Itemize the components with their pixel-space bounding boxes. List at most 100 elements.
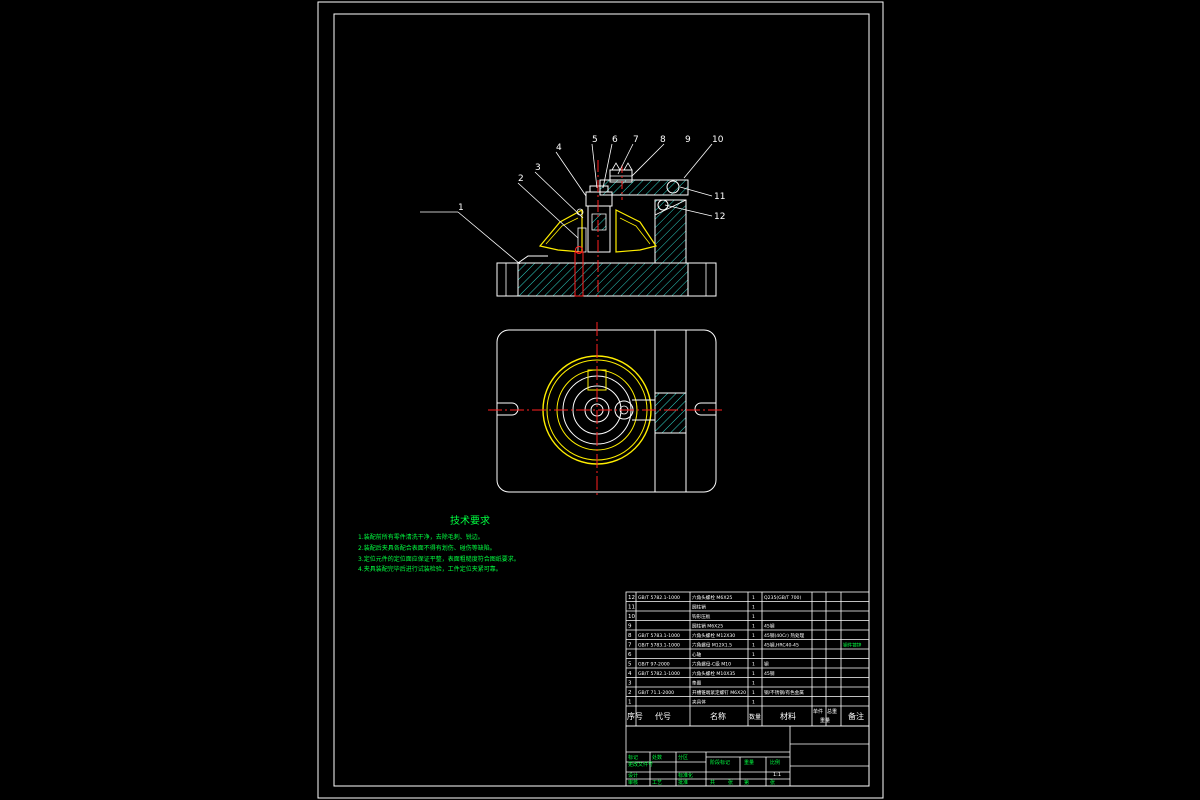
tb-standardization: 标准化 [678, 772, 693, 779]
tb-weight: 重量 [744, 759, 754, 766]
bom-cell-no: 2 [628, 690, 632, 696]
tb-total: 共 [710, 779, 715, 786]
balloon-6: 6 [612, 135, 618, 145]
balloon-11: 11 [714, 192, 725, 202]
bom-header-weight: 重量 [820, 717, 830, 724]
top-view [488, 322, 722, 498]
bom-header-material: 材料 [780, 711, 796, 721]
tb-review: 审核 [628, 779, 638, 786]
bom-cell-no: 9 [628, 624, 632, 630]
bom-cell-no: 1 [628, 700, 632, 706]
balloon-7: 7 [633, 135, 639, 145]
bom-cell-qty: 1 [752, 595, 755, 601]
front-section-view: 1 2 3 4 5 6 7 8 9 10 11 12 [420, 135, 725, 300]
bom-cell-name: 钩形压板 [692, 613, 711, 620]
bom-cell-no: 8 [628, 633, 632, 639]
tb-sheet: 张 [770, 779, 775, 786]
bom-cell-code: GB/T 5783.1-1000 [638, 633, 680, 639]
bom-cell-name: 六角头螺栓 M12X30 [692, 632, 735, 639]
tb-design: 设计 [628, 772, 638, 779]
bom-cell-no: 7 [628, 643, 632, 649]
tb-sheets: 张 [728, 779, 733, 786]
bom-cell-name: 夹具体 [692, 699, 706, 706]
bom-cell-qty: 1 [752, 643, 755, 649]
bom-cell-qty: 1 [752, 605, 755, 611]
workpiece-right [615, 209, 657, 253]
bom-cell-code: GB/T 5783.1-1000 [638, 643, 680, 649]
support-column [654, 199, 687, 264]
bom-cell-no: 12 [628, 595, 635, 601]
title-block [625, 725, 870, 787]
balloon-2: 2 [518, 174, 524, 184]
bom-cell-note: 钢件镀锌 [843, 642, 862, 649]
bom-cell-no: 5 [628, 662, 632, 668]
bom-cell-qty: 1 [752, 614, 755, 620]
bom-cell-qty: 1 [752, 633, 755, 639]
top-base-outline [496, 329, 717, 493]
bom-header-name: 名称 [710, 711, 726, 721]
bom-header-no: 序号 [627, 711, 643, 721]
bom-cell-material: 45钢 [764, 670, 775, 677]
bom-cell-code: GB/T 5782.1-1000 [638, 595, 680, 601]
balloon-10: 10 [712, 135, 724, 145]
bom-header-code: 代号 [655, 711, 671, 721]
leader-lines [420, 143, 713, 265]
bom-cell-material: 钢/不锈钢/有色金属 [764, 689, 804, 696]
base-flange-right [687, 262, 717, 297]
balloon-8: 8 [660, 135, 666, 145]
tech-req-title: 技术要求 [450, 514, 490, 527]
bom-cell-material: 钢 [764, 661, 769, 668]
tb-change-doc: 更改文件号 [628, 761, 653, 768]
tb-scale-value: 1:1 [773, 772, 781, 778]
bom-cell-name: 六角头螺栓 M10X35 [692, 670, 735, 677]
technical-requirements: 技术要求 1.装配前所有零件清洗干净，去除毛刺、锐边。 2.装配后夹具各配合表面… [358, 514, 520, 573]
tb-count: 处数 [652, 754, 662, 761]
tb-stage: 阶段标记 [710, 759, 730, 766]
bom-cell-code: GB/T 97-2000 [638, 662, 670, 668]
tb-zone: 分区 [678, 754, 688, 761]
bom-cell-name: 六角螺母 M12X1.5 [692, 642, 732, 649]
mandrel [587, 205, 611, 253]
bom-cell-no: 4 [628, 671, 632, 677]
inner-border [333, 13, 870, 787]
bom-cell-name: 六角螺母-C级 M10 [692, 661, 731, 668]
balloon-1: 1 [458, 203, 464, 213]
base-flange-left [496, 262, 519, 297]
bom-cell-name: 六角头螺栓 M6X25 [692, 594, 732, 601]
bom-cell-qty: 1 [752, 671, 755, 677]
bom-cell-no: 10 [628, 614, 635, 620]
tech-req-line-2: 2.装配后夹具各配合表面不得有划伤、碰伤等缺陷。 [358, 544, 496, 552]
bom-cell-qty: 1 [752, 690, 755, 696]
title-block-text: 标记 处数 分区 更改文件号 设计 标准化 阶段标记 重量 比例 1:1 审核 … [628, 754, 781, 786]
bom-cell-name: 垫圈 [692, 680, 702, 687]
balloon-12: 12 [714, 212, 725, 222]
base-plate [517, 262, 689, 297]
tb-mark: 标记 [628, 754, 638, 761]
tech-req-line-4: 4.夹具装配完毕后进行试装检验，工件定位夹紧可靠。 [358, 565, 502, 573]
outer-border [317, 1, 884, 799]
tb-scale: 比例 [770, 759, 780, 766]
bom-cell-name: 开槽锥端紧定螺钉 M6X20 [692, 689, 746, 696]
bom-cell-no: 11 [628, 605, 635, 611]
part-balloons: 1 2 3 4 5 6 7 8 9 10 11 12 [458, 135, 725, 222]
balloon-3: 3 [535, 163, 541, 173]
balloon-4: 4 [556, 143, 562, 153]
balloon-5: 5 [592, 135, 598, 145]
bom-header: 序号 代号 名称 数量 材料 单件 总重 重量 备注 [627, 708, 864, 724]
bom-header-total-weight: 总重 [827, 708, 837, 715]
bom-header-note: 备注 [848, 711, 864, 721]
bom-cell-material: 45钢 [764, 623, 775, 630]
bom-cell-material: 45钢,HRC40-45 [764, 642, 799, 649]
bom-cell-qty: 1 [752, 652, 755, 658]
bom-cell-no: 3 [628, 681, 632, 687]
balloon-9: 9 [685, 135, 691, 145]
bom-cell-material: Q235(GB/T 700) [764, 595, 801, 601]
tb-approve: 批准 [678, 779, 688, 786]
bill-of-materials [625, 591, 870, 727]
bom-cell-name: 心轴 [692, 651, 702, 658]
bom-cell-name: 圆柱销 M6X25 [692, 623, 723, 630]
bom-header-qty: 数量 [749, 713, 761, 721]
bom-cell-qty: 1 [752, 681, 755, 687]
